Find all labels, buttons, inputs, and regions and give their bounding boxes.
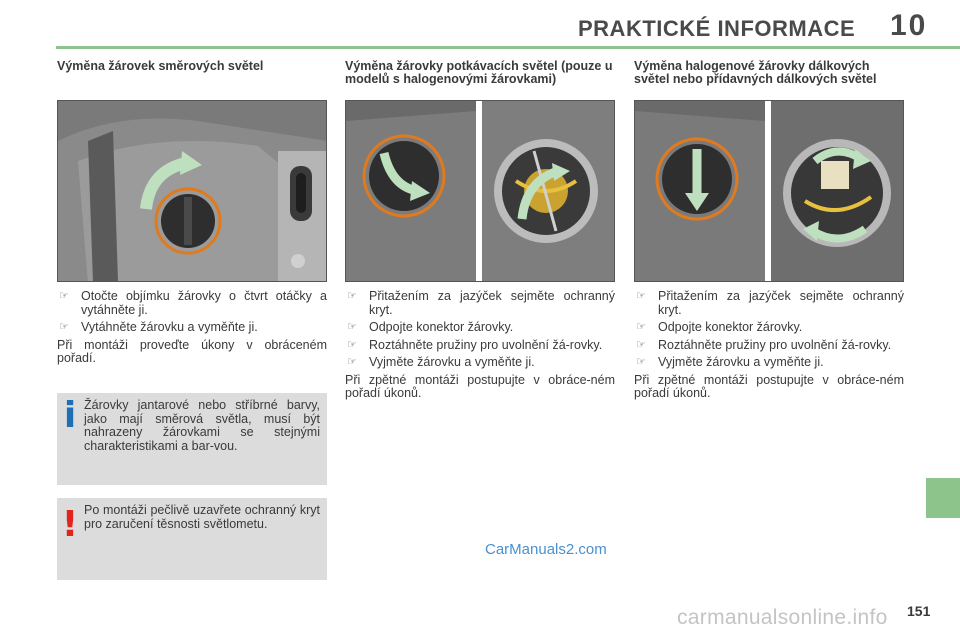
section-title: Výměna žárovky potkávacích světel (pouze… <box>345 59 613 86</box>
hand-pointer-icon: ☞ <box>59 321 69 333</box>
watermark-footer: carmanualsonline.info <box>677 606 888 629</box>
step-item: ☞ Odpojte konektor žárovky. <box>347 320 514 334</box>
exclamation-icon: ! <box>61 504 79 545</box>
reassembly-note: Při zpětné montáži postupujte v obráce-n… <box>634 372 904 400</box>
hand-pointer-icon: ☞ <box>347 356 357 368</box>
page-title: PRAKTICKÉ INFORMACE <box>578 16 856 41</box>
hand-pointer-icon: ☞ <box>636 290 646 302</box>
step-item: ☞ Vytáhněte žárovku a vyměňte ji. <box>59 320 258 334</box>
hand-pointer-icon: ☞ <box>636 338 646 351</box>
header-divider <box>56 46 960 49</box>
section-low-beam: Výměna žárovky potkávacích světel (pouze… <box>345 59 615 400</box>
step-item: ☞ Přitažením za jazýček sejměte ochranný… <box>636 289 904 317</box>
hand-pointer-icon: ☞ <box>636 356 646 368</box>
info-icon: i <box>63 395 77 436</box>
step-item: ☞ Odpojte konektor žárovky. <box>636 320 803 334</box>
section-title: Výměna žárovek směrových světel <box>57 59 264 73</box>
hand-pointer-icon: ☞ <box>636 321 646 333</box>
instructions: ☞ Přitažením za jazýček sejměte ochranný… <box>634 289 904 401</box>
hand-pointer-icon: ☞ <box>347 338 357 351</box>
info-box: i Žárovky jantarové nebo stříbrné barvy,… <box>57 393 327 485</box>
warning-text: Po montáži pečlivě uzavřete ochranný kry… <box>84 503 320 531</box>
section-high-beam: Výměna halogenové žárovky dálkových svět… <box>634 59 904 400</box>
figure-high-beam-bulb <box>634 100 904 282</box>
section-title: Výměna halogenové žárovky dálkových svět… <box>634 59 877 86</box>
step-item: ☞ Roztáhněte pružiny pro uvolnění žá-rov… <box>636 337 892 352</box>
page-number: 151 <box>907 603 931 619</box>
step-item: ☞ Vyjměte žárovku a vyměňte ji. <box>636 355 824 369</box>
info-text: Žárovky jantarové nebo stříbrné barvy, j… <box>84 398 320 453</box>
step-item: ☞ Vyjměte žárovku a vyměňte ji. <box>347 355 535 369</box>
step-item: ☞ Otočte objímku žárovky o čtvrt otáčky … <box>59 289 327 317</box>
figure-low-beam-bulb <box>345 100 615 282</box>
step-item: ☞ Roztáhněte pružiny pro uvolnění žá-rov… <box>347 337 603 352</box>
figure-turn-signal-bulb <box>57 100 327 282</box>
section-turn-signal: Výměna žárovek směrových světel ☞ Otočte… <box>57 59 327 365</box>
watermark-link[interactable]: CarManuals2.com <box>485 541 607 558</box>
hand-pointer-icon: ☞ <box>347 321 357 333</box>
warning-box: ! Po montáži pečlivě uzavřete ochranný k… <box>57 498 327 580</box>
reassembly-note: Při montáži proveďte úkony v obráceném p… <box>57 337 327 365</box>
step-item: ☞ Přitažením za jazýček sejměte ochranný… <box>347 289 615 317</box>
chapter-number: 10 <box>890 9 928 42</box>
instructions: ☞ Otočte objímku žárovky o čtvrt otáčky … <box>57 289 327 366</box>
reassembly-note: Při zpětné montáži postupujte v obráce-n… <box>345 372 615 400</box>
instructions: ☞ Přitažením za jazýček sejměte ochranný… <box>345 289 615 401</box>
hand-pointer-icon: ☞ <box>347 290 357 302</box>
chapter-side-tab <box>926 478 960 518</box>
hand-pointer-icon: ☞ <box>59 290 69 302</box>
